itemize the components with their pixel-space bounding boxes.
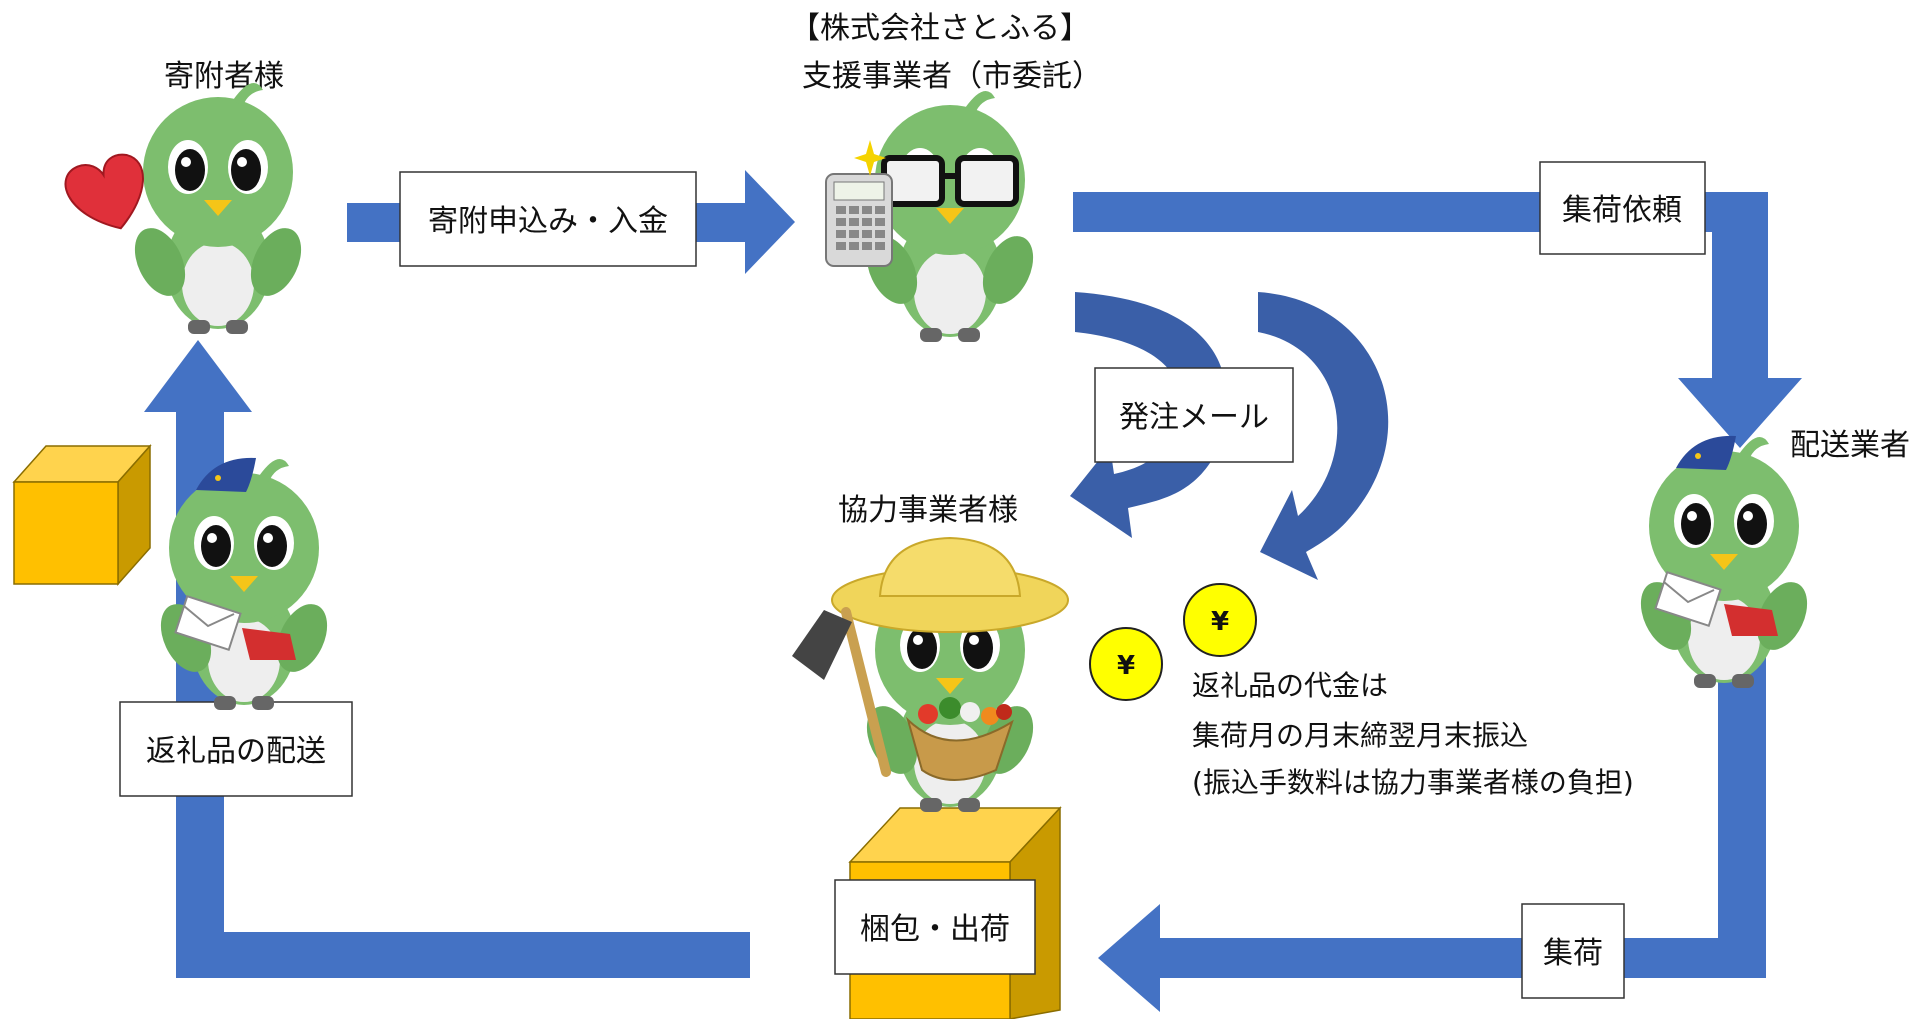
actor-support-company-label: 【株式会社さとふる】 xyxy=(790,11,1090,46)
arrow-pickup-flow xyxy=(1098,652,1766,1012)
postal-cap-icon xyxy=(196,457,256,492)
payment-note-line2: 集荷月の月末締翌月末振込 xyxy=(1192,719,1528,752)
yen-symbol: ¥ xyxy=(1117,651,1135,681)
straw-hat-icon xyxy=(831,536,1069,633)
glasses-icon xyxy=(881,155,1019,207)
payment-note-line1: 返礼品の代金は xyxy=(1192,669,1388,702)
postal-cap-icon xyxy=(1676,435,1736,470)
payment-note: 返礼品の代金は 集荷月の月末締翌月末振込 (振込手数料は協力事業者様の負担) xyxy=(1192,669,1634,799)
heart-icon xyxy=(64,153,144,230)
right-delivery-bird xyxy=(1630,436,1818,688)
arrow-gift-delivery-flow xyxy=(144,340,750,978)
actor-support-role-label: 支援事業者（市委託） xyxy=(802,59,1102,94)
envelope-icon xyxy=(174,595,242,651)
step-donation-label: 寄附申込み・入金 xyxy=(428,204,668,239)
mail-bag-icon xyxy=(242,628,296,660)
actor-donor-label: 寄附者様 xyxy=(164,59,284,94)
payment-note-line3: (振込手数料は協力事業者様の負担) xyxy=(1192,766,1634,799)
mail-bag-icon xyxy=(1724,604,1778,636)
vegetable-basket-icon xyxy=(906,697,1014,781)
sparkle-icon xyxy=(854,140,886,176)
arrow-order-mail-curve xyxy=(1070,292,1228,538)
yen-symbol: ¥ xyxy=(1211,607,1229,637)
step-gift-delivery: 返礼品の配送 xyxy=(119,701,353,797)
calculator-icon xyxy=(825,173,893,267)
yen-coin-icon: ¥ xyxy=(1183,583,1257,657)
arrow-pickup-request-flow xyxy=(1073,192,1802,448)
step-pickup-label: 集荷 xyxy=(1543,936,1603,971)
arrow-payment-curve xyxy=(1258,292,1389,580)
actor-delivery-label: 配送業者 xyxy=(1790,428,1910,463)
step-pickup: 集荷 xyxy=(1521,903,1625,999)
step-gift-delivery-label: 返礼品の配送 xyxy=(146,734,326,769)
package-box-icon xyxy=(12,444,152,586)
step-donation: 寄附申込み・入金 xyxy=(399,171,697,267)
hoe-icon xyxy=(792,607,891,777)
actor-partner-label: 協力事業者様 xyxy=(838,493,1018,528)
donor-bird xyxy=(124,82,312,335)
yen-coin-icon: ¥ xyxy=(1089,627,1163,701)
envelope-icon xyxy=(1654,571,1722,627)
step-packing-label: 梱包・出荷 xyxy=(860,912,1010,947)
step-pickup-request-label: 集荷依頼 xyxy=(1562,193,1682,228)
step-order-mail: 発注メール xyxy=(1094,367,1294,463)
step-order-mail-label: 発注メール xyxy=(1119,400,1269,435)
step-packing: 梱包・出荷 xyxy=(834,879,1036,975)
step-pickup-request: 集荷依頼 xyxy=(1539,161,1706,255)
